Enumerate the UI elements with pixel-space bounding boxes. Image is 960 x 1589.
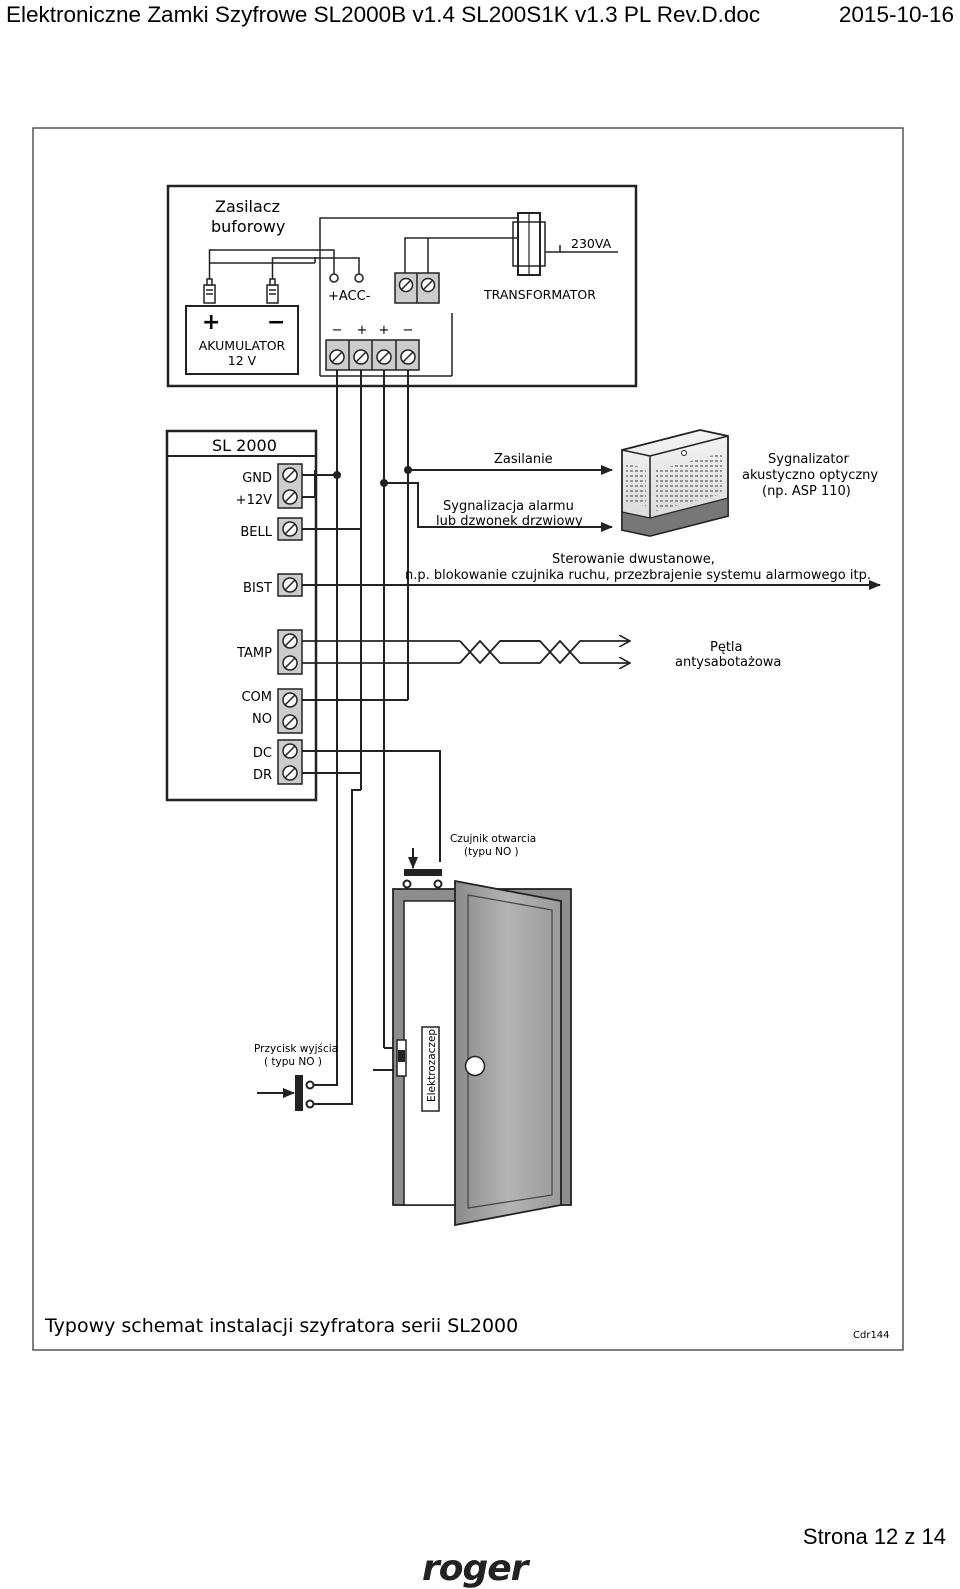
terminal-screw-slot — [284, 694, 296, 706]
battery-plus-sign: + — [202, 310, 220, 335]
siren-device — [621, 429, 729, 537]
terminal-screw-slot — [284, 635, 296, 647]
psu-title-line1: Zasilacz — [215, 197, 280, 216]
tamper-loop — [302, 641, 630, 663]
strike-label-box — [421, 1026, 440, 1112]
controller-terminal-screws — [277, 463, 303, 785]
terminal-label-dr: DR — [253, 768, 272, 783]
terminal-label-tamp: TAMP — [236, 646, 272, 661]
siren-label-line2: akustyczno optyczny — [742, 468, 878, 483]
psu-terminal-sign: + — [379, 323, 390, 338]
psu-terminal-sign: + — [357, 323, 368, 338]
terminal-label-12v: +12V — [236, 493, 272, 508]
exit-button-label-line2: ( typu NO ) — [264, 1056, 322, 1068]
terminal-label-com: COM — [241, 690, 272, 705]
psu-terminal-sign: − — [403, 323, 414, 338]
battery-connector-minus — [266, 278, 279, 304]
document-date: 2015-10-16 — [838, 2, 954, 27]
wire-junctions — [333, 466, 412, 487]
terminal-screw-slot — [284, 523, 296, 535]
transformer-label: TRANSFORMATOR — [483, 287, 596, 302]
page-number: Strona 12 z 14 — [802, 1524, 946, 1549]
terminal-screw-slot — [284, 767, 296, 779]
terminal-screw-slot — [284, 745, 296, 757]
battery — [185, 305, 299, 375]
siren-label-line3: (np. ASP 110) — [762, 484, 851, 499]
door-handle — [464, 1055, 486, 1077]
terminal-screw-slot — [284, 716, 296, 728]
acc-minus-terminal — [354, 273, 364, 283]
psu-ac-terminal-block — [394, 272, 440, 304]
terminal-screw-slot — [284, 469, 296, 481]
battery-minus-sign: − — [267, 310, 285, 335]
power-label: Zasilanie — [494, 452, 553, 467]
acc-label: +ACC- — [328, 289, 371, 304]
terminal-label-no: NO — [252, 712, 272, 727]
door-sensor-label-line2: (typu NO ) — [464, 846, 519, 858]
transformer: 230VA TRANSFORMATOR — [483, 212, 618, 302]
battery-label-line1: AKUMULATOR — [199, 338, 286, 353]
tamper-label-line1: Pętla — [710, 640, 743, 655]
terminal-screw-slot — [284, 579, 296, 591]
battery-label-line2: 12 V — [228, 353, 257, 368]
battery-connector-plus — [203, 257, 316, 304]
psu-title-line2: buforowy — [211, 217, 285, 236]
terminal-screw-slot — [284, 657, 296, 669]
exit-button-label-line1: Przycisk wyjścia — [254, 1043, 338, 1055]
psu-terminal-sign: − — [332, 323, 343, 338]
door-sensor — [402, 848, 443, 889]
mains-label: 230VA — [571, 236, 612, 251]
acc-plus-terminal — [329, 273, 339, 283]
bist-label-line1: Sterowanie dwustanowe, — [552, 552, 715, 567]
document-title: Elektroniczne Zamki Szyfrowe SL2000B v1.… — [6, 2, 761, 27]
alarm-label-line1: Sygnalizacja alarmu — [443, 499, 574, 514]
figure-code: Cdr144 — [853, 1330, 890, 1341]
door: Elektrozaczep — [392, 879, 572, 1227]
door-sensor-label-line1: Czujnik otwarcia — [450, 833, 536, 845]
siren-label-line1: Sygnalizator — [768, 452, 849, 467]
tamper-label-line2: antysabotażowa — [675, 655, 781, 670]
psu-dc-terminal-block: − + + − — [320, 313, 453, 377]
terminal-label-bell: BELL — [240, 525, 272, 540]
terminal-label-dc: DC — [253, 746, 272, 761]
controller-title: SL 2000 — [212, 436, 277, 455]
terminal-label-bist: BIST — [243, 581, 272, 596]
strike-label: Elektrozaczep — [426, 1029, 438, 1102]
alarm-label-line2: lub dzwonek drzwiowy — [436, 514, 583, 529]
roger-logo: roger — [422, 1548, 528, 1589]
bist-label-line2: n.p. blokowanie czujnika ruchu, przezbra… — [405, 568, 871, 583]
sl2000-controller: SL 2000 GND +12V BELL BIST TAMP COM NO D… — [165, 429, 318, 802]
exit-button — [257, 1075, 315, 1111]
figure-caption: Typowy schemat instalacji szyfratora ser… — [44, 1315, 518, 1337]
power-supply: Zasilacz buforowy + − AKUMULATOR 12 V +A… — [166, 184, 638, 388]
terminal-screw-slot — [284, 491, 296, 503]
terminal-label-gnd: GND — [242, 471, 272, 486]
